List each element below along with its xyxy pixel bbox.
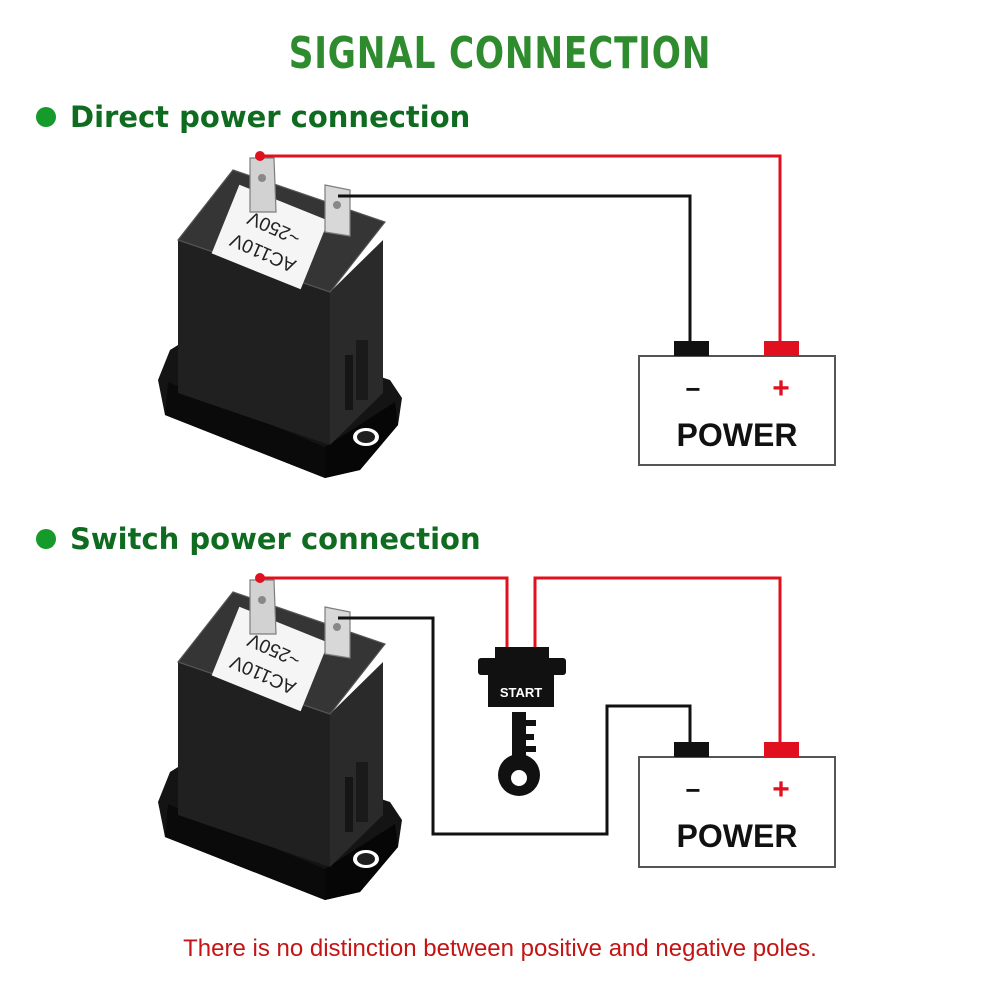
- hour-meter-device-icon: [157, 579, 403, 901]
- battery-negative-terminal: [674, 742, 709, 757]
- wire-red: [260, 576, 509, 650]
- battery-plus-sign: +: [772, 372, 790, 405]
- section-direct-label: Direct power connection: [70, 100, 471, 134]
- battery-plus-sign: +: [772, 773, 790, 806]
- key-switch-icon: START: [478, 647, 566, 707]
- wire-red: [260, 154, 782, 342]
- hour-meter-device-icon: [157, 157, 403, 479]
- terminal-dot-red: [255, 151, 265, 161]
- footnote: There is no distinction between positive…: [183, 935, 817, 962]
- battery-label: POWER: [677, 417, 798, 453]
- switch-start-label: START: [500, 685, 542, 700]
- bullet-dot-icon: [36, 529, 56, 549]
- battery-label: POWER: [677, 818, 798, 854]
- wire-red: [533, 576, 782, 742]
- terminal-dot-red: [255, 573, 265, 583]
- section-direct-heading: Direct power connection: [36, 97, 470, 137]
- battery-positive-terminal: [764, 341, 799, 356]
- section-switch-label: Switch power connection: [70, 522, 481, 556]
- key-icon: [498, 712, 540, 796]
- battery-box: [638, 756, 836, 868]
- section-switch-heading: Switch power connection: [36, 519, 481, 559]
- battery-negative-terminal: [674, 341, 709, 356]
- battery-box: [638, 355, 836, 466]
- battery-positive-terminal: [764, 742, 799, 757]
- battery-minus-sign: −: [685, 374, 700, 404]
- bullet-dot-icon: [36, 107, 56, 127]
- wire-black: [338, 616, 692, 836]
- wire-black: [338, 194, 692, 342]
- battery-minus-sign: −: [685, 775, 700, 805]
- page-title: SIGNAL CONNECTION: [288, 28, 712, 79]
